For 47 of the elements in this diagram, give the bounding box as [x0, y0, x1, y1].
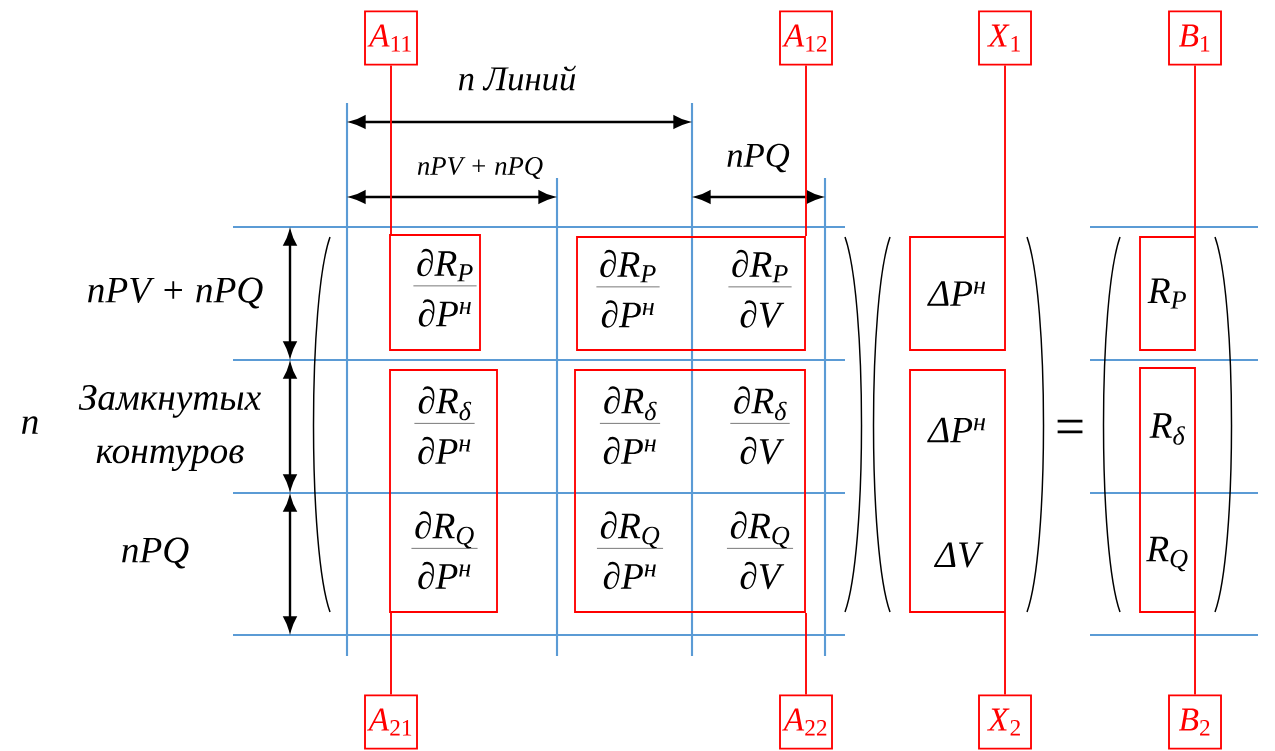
vector-entry: R$_{Q}$: [1146, 536, 1188, 572]
connector-line: [1194, 612, 1196, 696]
row-label: n: [22, 416, 38, 434]
fraction: ∂R$_{P}$ ∂P$^{н}$: [596, 249, 660, 328]
matrix-block-box: [389, 369, 498, 613]
matrix-block-box: [1139, 367, 1196, 613]
row-label: nPQ: [122, 537, 189, 569]
connector-line: [390, 612, 392, 696]
block-tag: A$_{12}$: [779, 10, 833, 66]
dimension-label: nPV + nPQ: [417, 157, 543, 179]
block-tag: X$_{1}$: [978, 10, 1032, 66]
fraction: ∂R$_{Q}$ ∂P$^{н}$: [596, 511, 664, 590]
vector-entry: ΔP$^{н}$: [927, 417, 986, 443]
dimension-label: nPQ: [727, 143, 790, 173]
connector-line: [1004, 612, 1006, 696]
connector-line: [1004, 64, 1006, 237]
connector-line: [390, 64, 392, 235]
fraction: ∂R$_{δ}$ ∂P$^{н}$: [414, 386, 475, 465]
fraction: ∂R$_{Q}$ ∂P$^{н}$: [411, 511, 478, 590]
fraction: ∂R$_{P}$ ∂P$^{н}$: [413, 248, 477, 327]
block-tag: B$_{2}$: [1168, 694, 1222, 750]
vector-entry: R$_{δ}$: [1149, 413, 1185, 445]
vector-entry: ΔP$^{н}$: [927, 281, 986, 306]
block-tag: A$_{22}$: [779, 694, 833, 750]
block-tag: X$_{2}$: [978, 694, 1032, 750]
matrix-block-box: [1139, 236, 1196, 351]
connector-line: [1194, 64, 1196, 237]
vector-entry: ΔV: [933, 542, 984, 568]
block-tag: A$_{21}$: [364, 694, 418, 750]
dimension-label: n Линий: [458, 65, 576, 91]
matrix-block-box: [576, 236, 806, 351]
matrix-block-box: [909, 236, 1006, 351]
fraction: ∂R$_{P}$ ∂V: [728, 249, 792, 328]
matrix-block-box: [909, 369, 1006, 613]
connector-line: [805, 64, 807, 237]
row-label: Замкнутых контуров: [78, 384, 261, 472]
connector-line: [805, 612, 807, 696]
block-tag: B$_{1}$: [1168, 10, 1222, 66]
matrix-block-box: [389, 234, 481, 351]
vector-entry: R$_{P}$: [1147, 278, 1186, 309]
fraction: ∂R$_{δ}$ ∂V: [730, 386, 790, 465]
matrix-block-box: [574, 369, 806, 613]
block-tag: A$_{11}$: [364, 10, 418, 66]
row-label: nPV + nPQ: [88, 277, 263, 309]
equals-sign: =: [1057, 419, 1083, 434]
fraction: ∂R$_{Q}$ ∂V: [726, 511, 794, 590]
fraction: ∂R$_{δ}$ ∂P$^{н}$: [599, 386, 661, 465]
